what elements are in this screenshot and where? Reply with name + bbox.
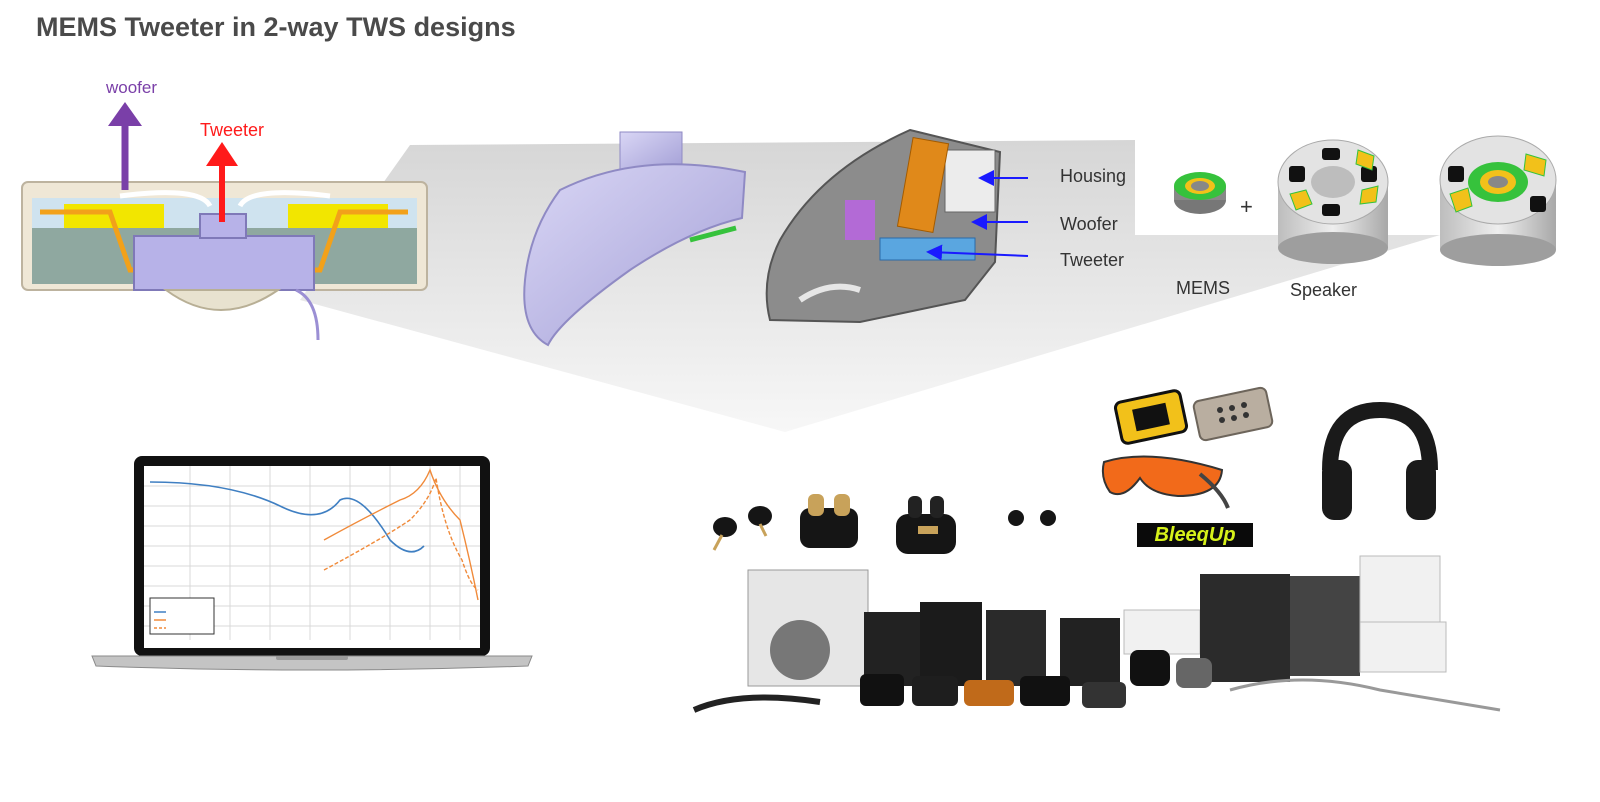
speaker-render <box>1277 139 1389 264</box>
assembled-speaker-render <box>1439 135 1557 266</box>
product-earbuds-row <box>712 494 1056 554</box>
woofer-arrow-label: woofer <box>106 78 158 97</box>
mems-chip-render <box>1174 172 1226 214</box>
woofer-arrow <box>108 102 142 190</box>
mems-label: MEMS <box>1176 278 1230 298</box>
laptop-frequency-response <box>91 456 533 671</box>
woofer-label: Woofer <box>1060 214 1118 234</box>
earbud-cutaway <box>765 128 1002 324</box>
bleequp-logo: BleeqUp <box>1137 523 1253 547</box>
plus-sign: + <box>1240 194 1253 219</box>
housing-label: Housing <box>1060 166 1127 186</box>
ear-tip-render <box>523 131 747 347</box>
speaker-label: Speaker <box>1290 280 1358 300</box>
product-packaging-lineup <box>692 555 1501 713</box>
callout-arrows <box>926 170 1029 261</box>
tweeter-arrow <box>206 142 238 222</box>
tweeter-label: Tweeter <box>1060 250 1125 270</box>
driver-cross-section <box>21 181 428 341</box>
tweeter-arrow-label: Tweeter <box>200 120 265 140</box>
page-title: MEMS Tweeter in 2-way TWS designs <box>36 12 516 42</box>
sunglasses-product <box>1101 455 1230 509</box>
headphones-product <box>1322 401 1438 520</box>
mems-microphone-modules <box>1113 386 1274 445</box>
